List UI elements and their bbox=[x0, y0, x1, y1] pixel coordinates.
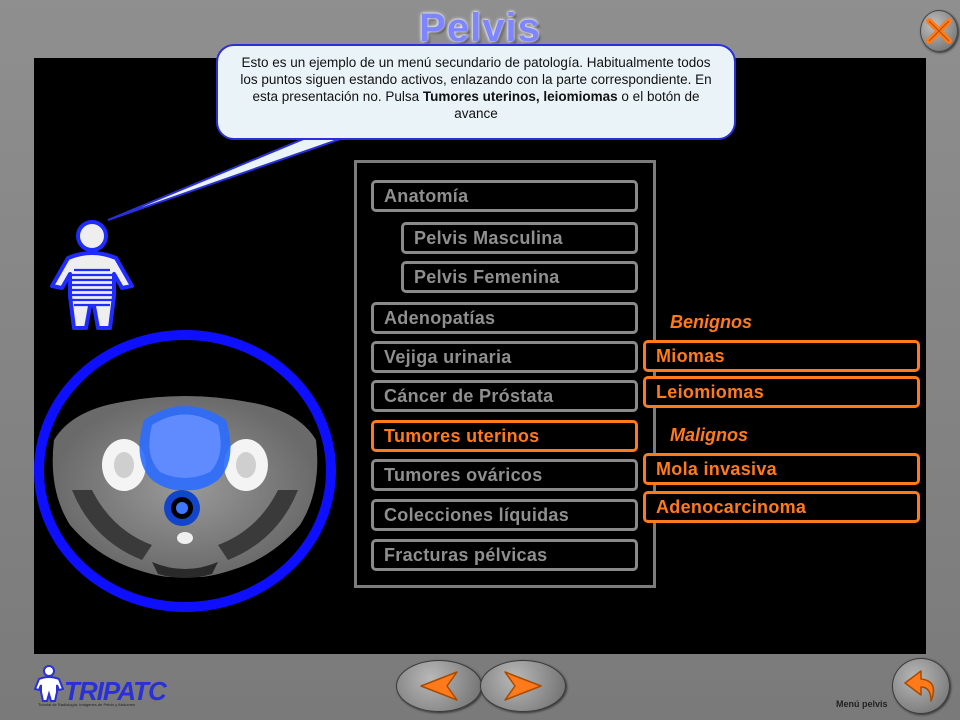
malignant-heading: Malignos bbox=[670, 425, 749, 445]
callout-text-end: o el botón de avance bbox=[454, 89, 700, 121]
return-button[interactable] bbox=[892, 658, 950, 714]
logo-brand-main: TRIPA bbox=[64, 676, 134, 706]
logo-figure-icon bbox=[34, 665, 64, 702]
body-figure-icon bbox=[50, 220, 134, 330]
logo-brand: TRIPATC bbox=[64, 676, 167, 707]
menu-item-cancer-prostata[interactable]: Cáncer de Próstata bbox=[371, 380, 638, 412]
ct-scan-image bbox=[34, 330, 336, 612]
return-arrow-icon bbox=[904, 670, 935, 702]
menu-item-anatomia[interactable]: Anatomía bbox=[371, 180, 638, 212]
submenu-item-adenocarcinoma[interactable]: Adenocarcinoma bbox=[643, 491, 920, 523]
callout-bold-text: Tumores uterinos, leiomiomas bbox=[422, 89, 618, 104]
menu-item-vejiga-urinaria[interactable]: Vejiga urinaria bbox=[371, 341, 638, 373]
pathology-menu bbox=[354, 160, 656, 588]
footer-label: Menú pelvis bbox=[836, 699, 888, 709]
menu-item-pelvis-masculina[interactable]: Pelvis Masculina bbox=[401, 222, 638, 254]
close-button[interactable] bbox=[920, 10, 958, 52]
submenu-item-mola-invasiva[interactable]: Mola invasiva bbox=[643, 453, 920, 485]
menu-item-colecciones-liquidas[interactable]: Colecciones líquidas bbox=[371, 499, 638, 531]
callout-bubble: Esto es un ejemplo de un menú secundario… bbox=[216, 44, 736, 140]
submenu-item-leiomiomas[interactable]: Leiomiomas bbox=[643, 376, 920, 408]
callout-text: Esto es un ejemplo de un menú secundario… bbox=[240, 55, 712, 104]
logo-brand-suffix: TC bbox=[133, 676, 167, 706]
previous-button[interactable] bbox=[396, 660, 482, 712]
logo-tagline: Tutorial de Radiología, Imágenes de Pelv… bbox=[38, 702, 136, 707]
menu-item-pelvis-femenina[interactable]: Pelvis Femenina bbox=[401, 261, 638, 293]
close-x-icon bbox=[926, 18, 952, 44]
next-button[interactable] bbox=[480, 660, 566, 712]
arrow-left-icon bbox=[420, 671, 458, 701]
menu-item-fracturas-pelvicas[interactable]: Fracturas pélvicas bbox=[371, 539, 638, 571]
menu-item-adenopatias[interactable]: Adenopatías bbox=[371, 302, 638, 334]
arrow-right-icon bbox=[504, 671, 542, 701]
submenu-item-miomas[interactable]: Miomas bbox=[643, 340, 920, 372]
menu-item-tumores-uterinos[interactable]: Tumores uterinos bbox=[371, 420, 638, 452]
menu-item-tumores-ovaricos[interactable]: Tumores ováricos bbox=[371, 459, 638, 491]
page-title: Pelvis bbox=[419, 6, 541, 50]
benign-heading: Benignos bbox=[670, 312, 753, 332]
